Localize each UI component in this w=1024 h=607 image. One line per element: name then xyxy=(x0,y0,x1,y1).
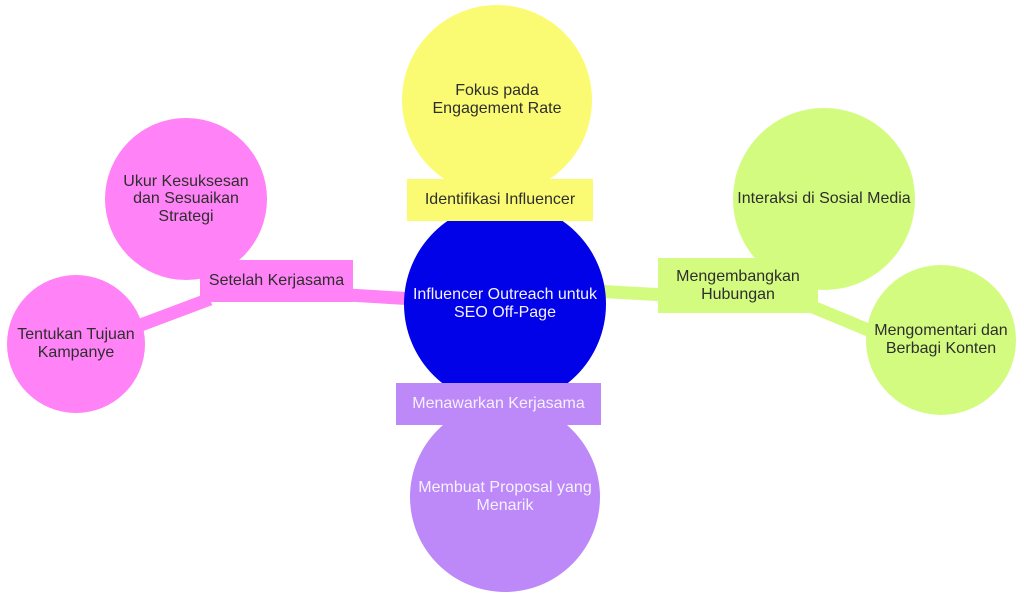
root-node-label: Influencer Outreach untuk SEO Off-Page xyxy=(412,286,598,321)
child-node-fokus-pada-engagement-rate: Fokus pada Engagement Rate xyxy=(402,5,592,195)
child-node-label: Fokus pada Engagement Rate xyxy=(432,82,562,117)
branch-label-text: Mengembangkan Hubungan xyxy=(676,267,800,303)
branch-label-identifikasi-influencer: Identifikasi Influencer xyxy=(407,179,593,221)
child-node-label: Ukur Kesuksesan dan Sesuaikan Strategi xyxy=(123,172,249,225)
root-node: Influencer Outreach untuk SEO Off-Page xyxy=(404,203,606,405)
edge-root-to-mengembangkan-hubungan xyxy=(594,284,666,302)
child-node-label: Tentukan Tujuan Kampanye xyxy=(17,326,135,361)
child-node-tentukan-tujuan-kampanye: Tentukan Tujuan Kampanye xyxy=(7,275,145,413)
child-node-label: Mengomentari dan Berbagi Konten xyxy=(874,322,1008,357)
branch-label-text: Setelah Kerjasama xyxy=(208,272,345,290)
edge-root-to-setelah-kerjasama xyxy=(347,288,416,306)
child-node-membuat-proposal: Membuat Proposal yang Menarik xyxy=(410,402,600,592)
child-node-label: Membuat Proposal yang Menarik xyxy=(418,479,592,514)
edge-setelah-to-tentukan-tujuan xyxy=(127,292,213,336)
child-node-ukur-kesuksesan: Ukur Kesuksesan dan Sesuaikan Strategi xyxy=(105,118,267,280)
branch-label-text: Menawarkan Kerjasama xyxy=(412,395,585,413)
child-node-label: Interaksi di Sosial Media xyxy=(737,190,911,208)
branch-label-text: Identifikasi Influencer xyxy=(424,191,576,209)
branch-label-mengembangkan-hubungan: Mengembangkan Hubungan xyxy=(658,258,818,313)
branch-label-menawarkan-kerjasama: Menawarkan Kerjasama xyxy=(396,383,601,425)
branch-label-setelah-kerjasama: Setelah Kerjasama xyxy=(200,260,353,302)
child-node-mengomentari-dan-berbagi-konten: Mengomentari dan Berbagi Konten xyxy=(866,265,1016,415)
